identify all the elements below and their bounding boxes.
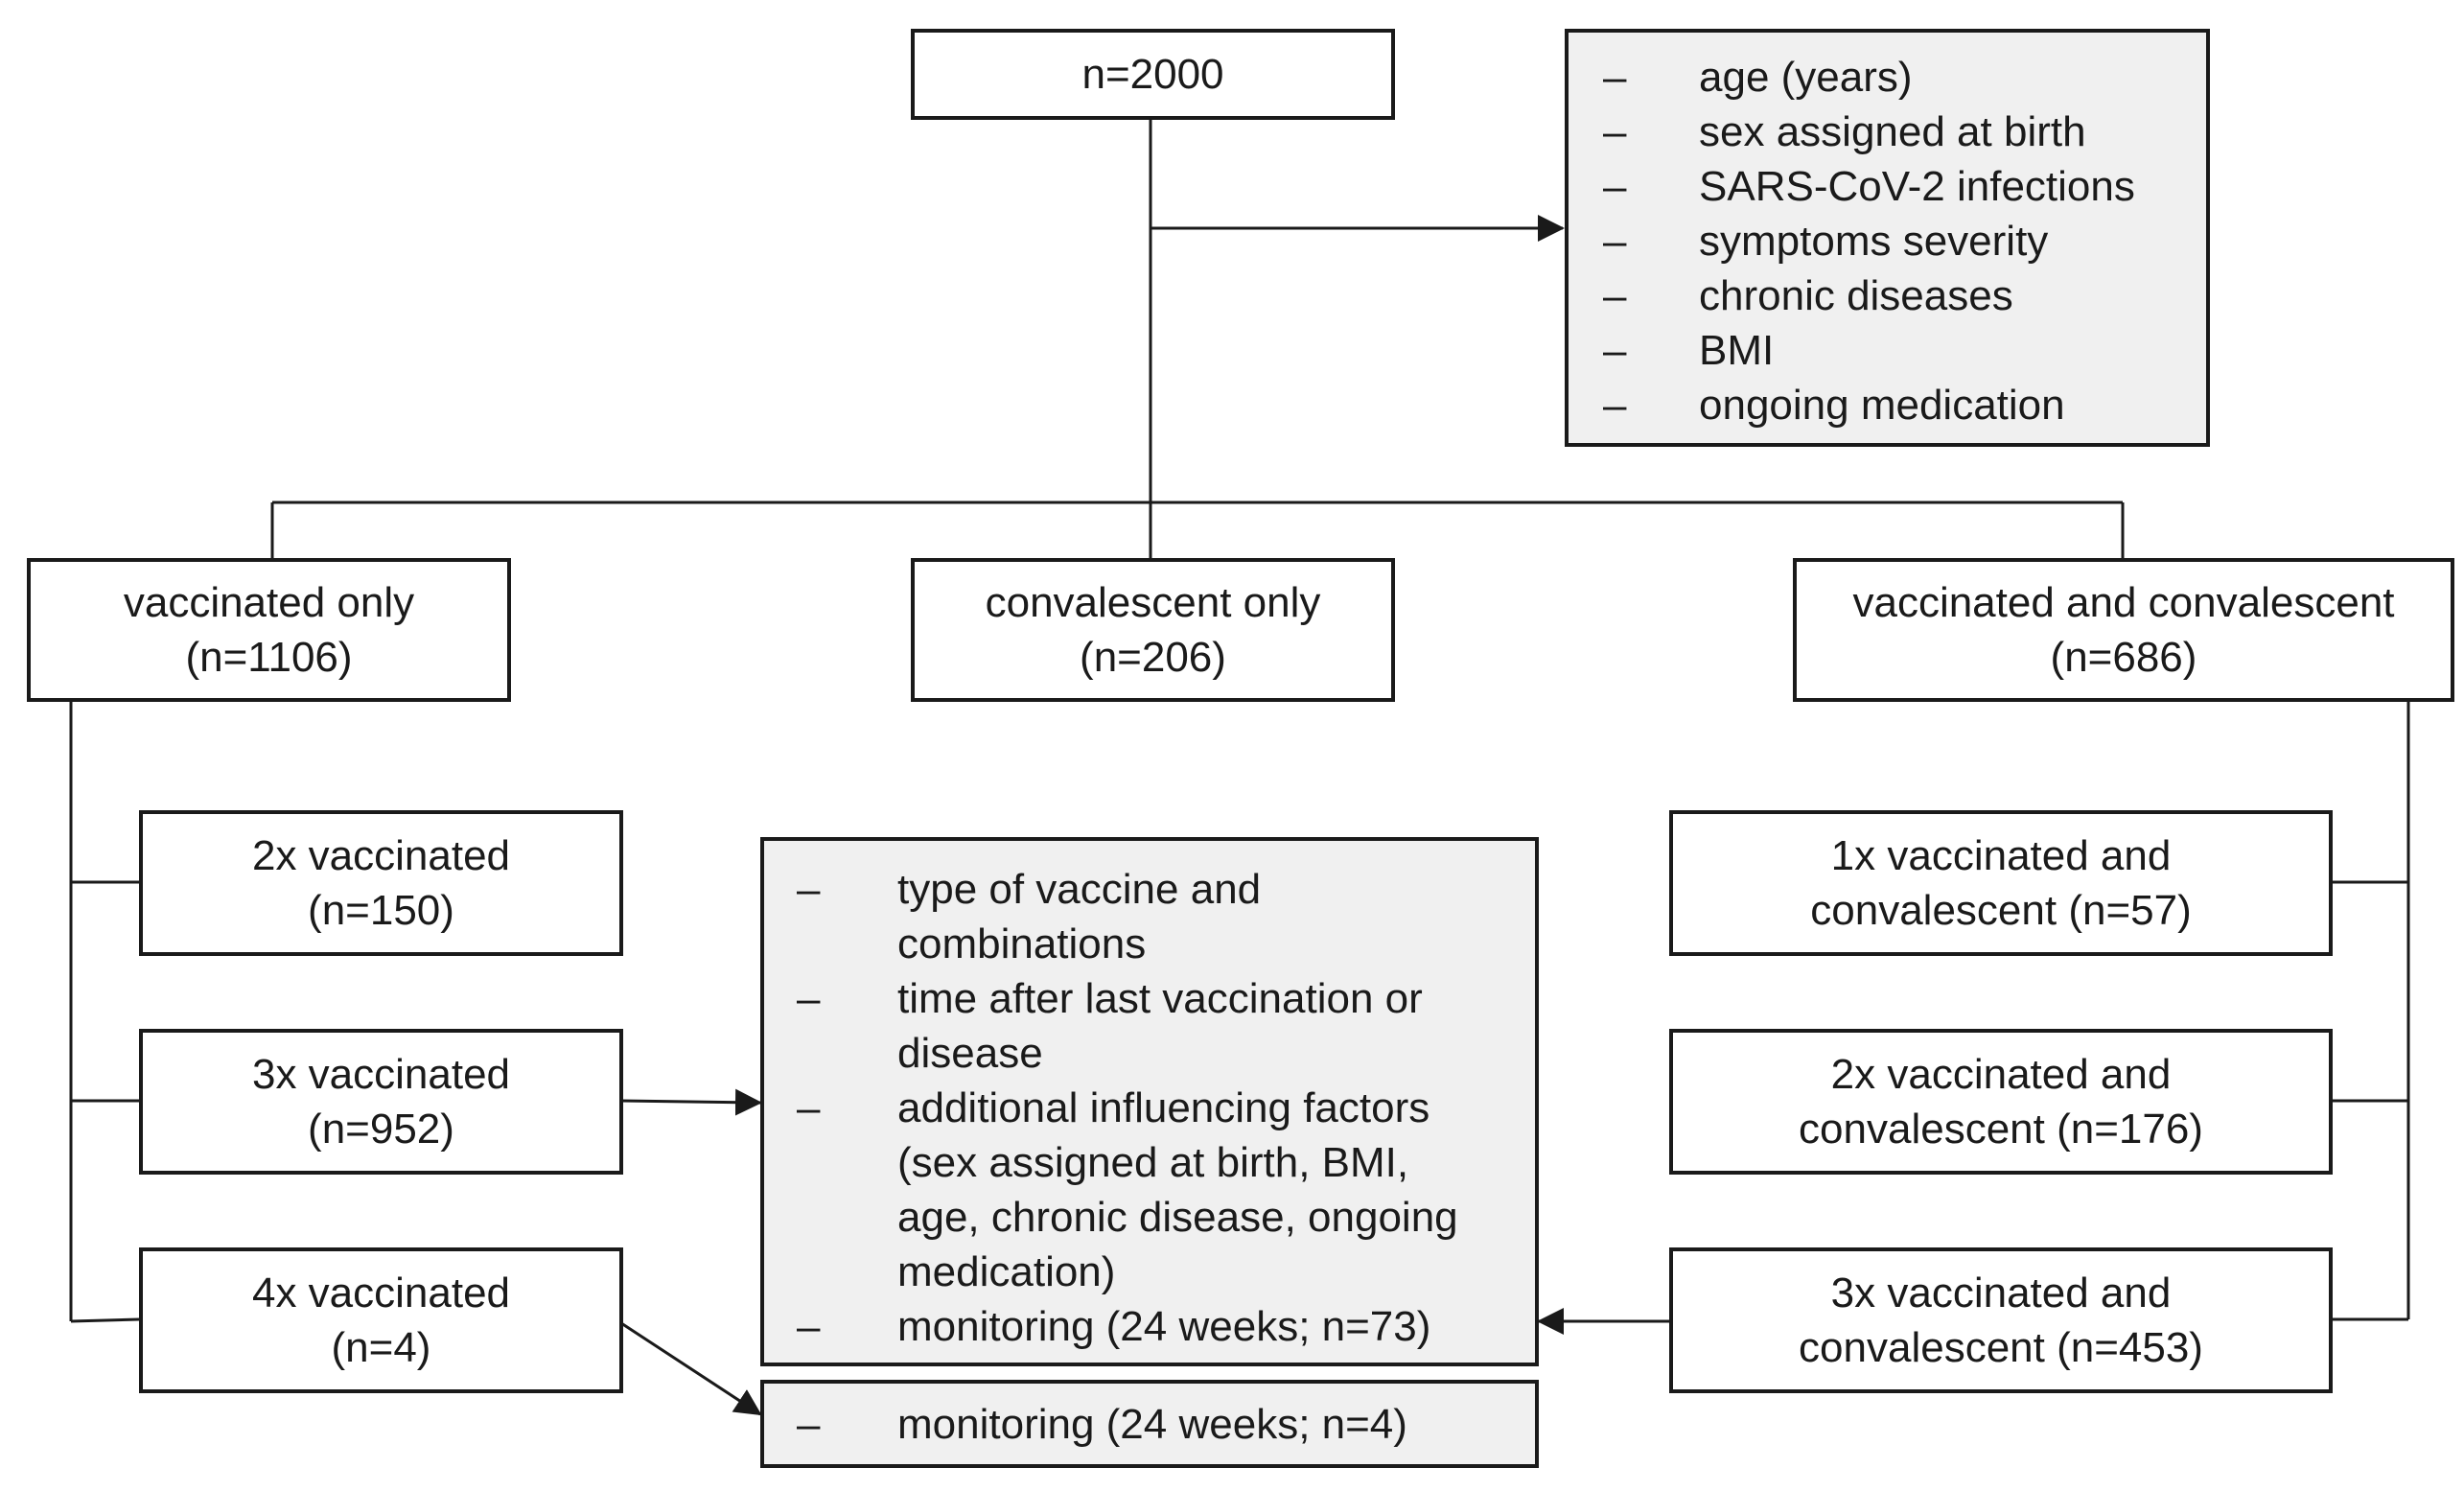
list-item: – type of vaccine and combinations <box>797 866 1262 967</box>
list-item: – additional influencing factors (sex as… <box>797 1084 1458 1295</box>
analysis-factors-list: – type of vaccine and combinations – tim… <box>797 862 1535 1354</box>
list-item: –BMI <box>1603 327 1775 374</box>
list-item: – time after last vaccination or disease <box>797 975 1423 1077</box>
list-item: –age (years) <box>1603 54 1913 101</box>
subgroup-3x-vaccinated-convalescent: 3x vaccinated and convalescent (n=453) <box>1669 1247 2333 1393</box>
subgroup-3x-vaccinated: 3x vaccinated (n=952) <box>139 1029 623 1175</box>
subgroup-2x-vaccinated: 2x vaccinated (n=150) <box>139 810 623 956</box>
subgroup-4x-vaccinated: 4x vaccinated (n=4) <box>139 1247 623 1393</box>
list-item: – monitoring (24 weeks; n=4) <box>797 1401 1407 1448</box>
list-item: –symptoms severity <box>1603 218 2049 265</box>
monitoring-list: – monitoring (24 weeks; n=4) <box>797 1397 1535 1452</box>
4x-to-monitoring-arrow <box>620 1321 762 1416</box>
baseline-characteristics-list: –age (years) –sex assigned at birth –SAR… <box>1603 50 2206 432</box>
list-item: –SARS-CoV-2 infections <box>1603 163 2135 210</box>
group-vaccinated-and-convalescent: vaccinated and convalescent (n=686) <box>1793 558 2454 702</box>
list-item: –sex assigned at birth <box>1603 108 2086 155</box>
subgroup-1x-vaccinated-convalescent: 1x vaccinated and convalescent (n=57) <box>1669 810 2333 956</box>
subgroup-2x-vaccinated-convalescent: 2x vaccinated and convalescent (n=176) <box>1669 1029 2333 1175</box>
group-vaccinated-only: vaccinated only (n=1106) <box>27 558 511 702</box>
group-convalescent-only: convalescent only (n=206) <box>911 558 1395 702</box>
analysis-factors-box: – type of vaccine and combinations – tim… <box>760 837 1539 1366</box>
baseline-characteristics-box: –age (years) –sex assigned at birth –SAR… <box>1565 29 2210 447</box>
root-label: n=2000 <box>1081 51 1224 98</box>
3x-to-analysis-arrow <box>620 1088 762 1116</box>
list-item: –chronic diseases <box>1603 272 2013 319</box>
list-item: – monitoring (24 weeks; n=73) <box>797 1303 1431 1350</box>
left-bracket-to-4x <box>70 1317 140 1323</box>
list-item: –ongoing medication <box>1603 382 2065 429</box>
monitoring-box: – monitoring (24 weeks; n=4) <box>760 1380 1539 1468</box>
root-node: n=2000 <box>911 29 1395 120</box>
